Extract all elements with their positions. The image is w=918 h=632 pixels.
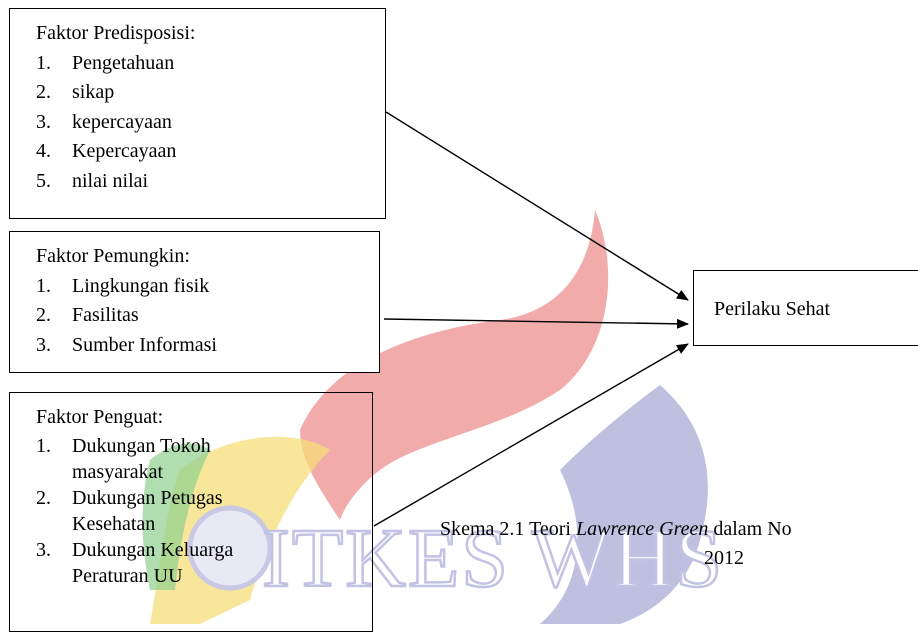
enabling-factors-box: Faktor Pemungkin: 1.Lingkungan fisik 2.F… — [9, 231, 380, 373]
arrow-reinforcing-to-outcome — [373, 343, 689, 527]
list-item: 3.kepercayaan — [36, 110, 172, 133]
watermark-red-swoosh — [300, 210, 609, 520]
list-item: 4.Kepercayaan — [36, 140, 177, 162]
list-item: 3.Sumber Informasi — [36, 333, 217, 356]
outcome-label: Perilaku Sehat — [714, 298, 831, 320]
predisposing-title: Faktor Predisposisi: — [36, 22, 196, 44]
watermark-globe — [187, 505, 273, 591]
enabling-title: Faktor Pemungkin: — [36, 245, 190, 267]
figure-caption: Skema 2.1 Teori Lawrence Green dalam No … — [440, 518, 792, 569]
watermark-green-swoosh — [142, 443, 210, 590]
watermark-blue-swoosh — [540, 385, 708, 624]
reinforcing-title: Faktor Penguat: — [36, 406, 164, 428]
arrow-predisposing-to-outcome — [385, 111, 689, 301]
arrow-enabling-to-outcome — [383, 318, 689, 329]
list-item: 1.Lingkungan fisik — [36, 274, 210, 297]
predisposing-list: 1.Pengetahuan 2.sikap 3.kepercayaan 4.Ke… — [36, 49, 385, 197]
list-item: 2.Fasilitas — [36, 304, 139, 326]
watermark-text: ITKES WHS — [262, 512, 724, 605]
list-item: 2.sikap — [36, 81, 115, 103]
list-item: 5.nilai nilai — [36, 169, 149, 192]
predisposing-factors-box: Faktor Predisposisi: 1.Pengetahuan 2.sik… — [9, 8, 386, 219]
list-item: 1.Pengetahuan — [36, 51, 175, 74]
outcome-box: Perilaku Sehat — [693, 270, 918, 346]
enabling-list: 1.Lingkungan fisik 2.Fasilitas 3.Sumber … — [36, 272, 379, 361]
